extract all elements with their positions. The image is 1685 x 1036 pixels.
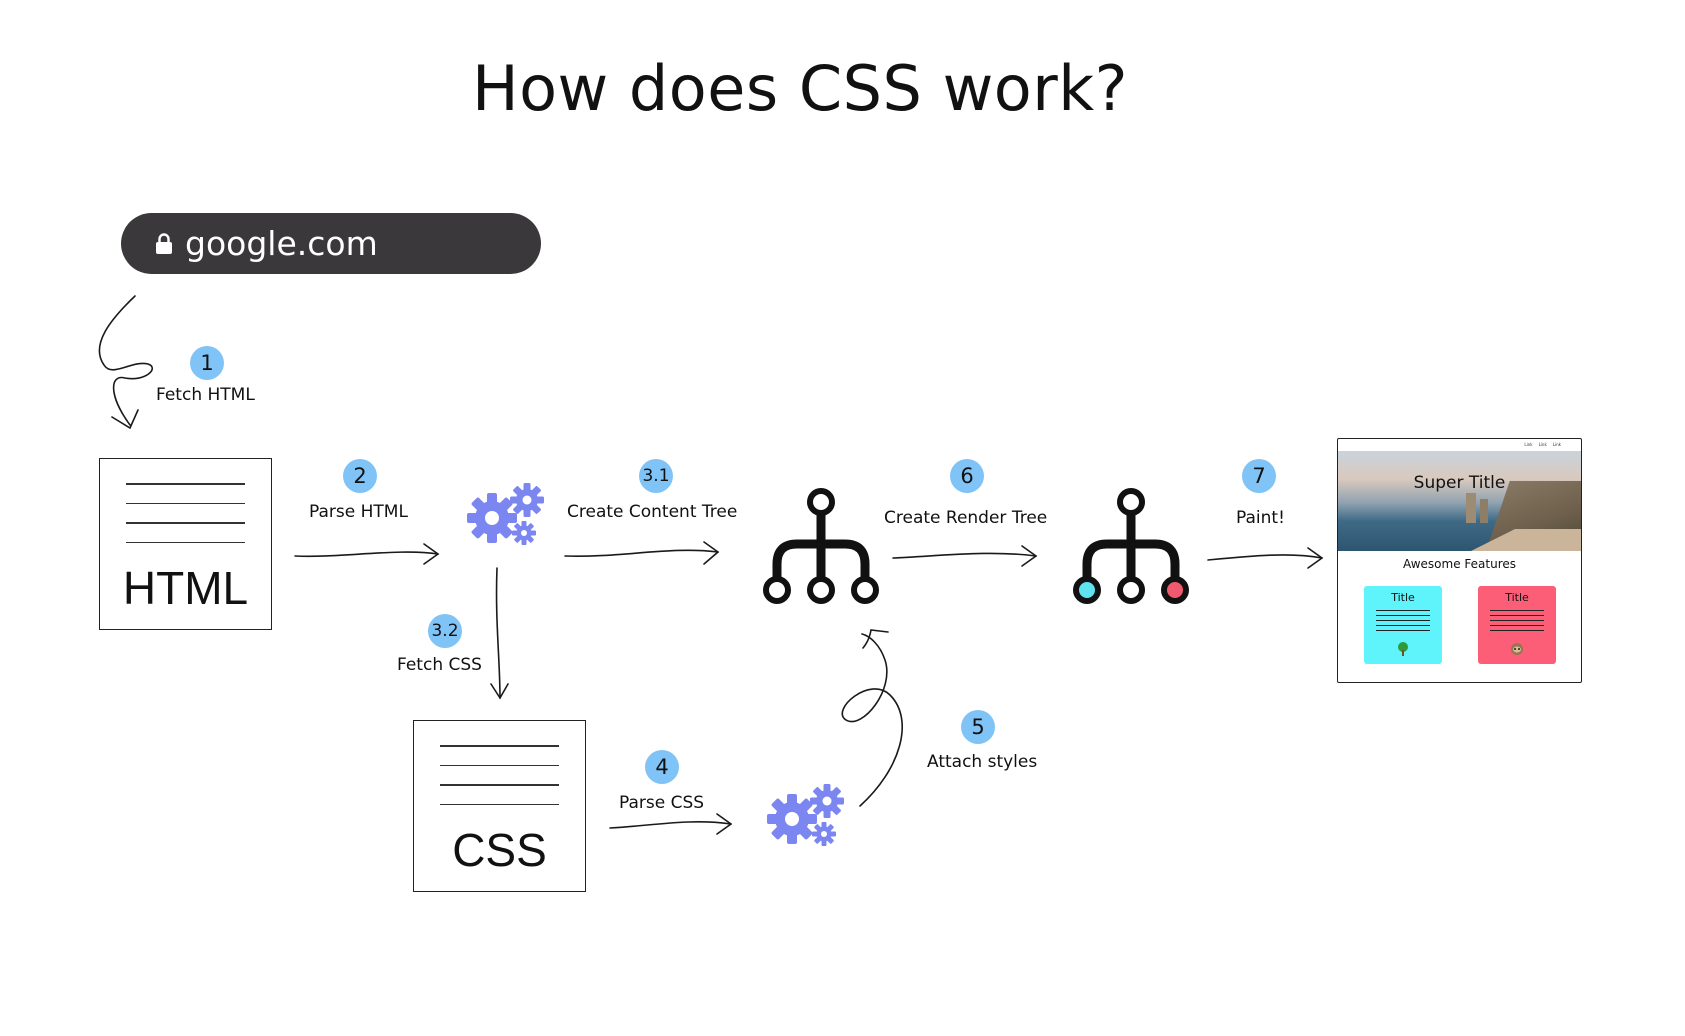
preview-hero-image: Super Title (1338, 451, 1581, 551)
step-7-badge: 7 (1242, 459, 1276, 493)
preview-nav-link: Link (1552, 442, 1561, 447)
arrow-paint (1207, 554, 1323, 561)
preview-hero-title: Super Title (1413, 473, 1506, 493)
step-1-badge: 1 (190, 346, 224, 380)
lock-icon (156, 232, 172, 254)
arrow-create-content-tree (564, 549, 719, 558)
arrow-fetch-css (495, 567, 501, 699)
arrow-attach-styles (841, 633, 904, 807)
tree-emoji-icon (1364, 642, 1442, 659)
html-document-label: HTML (122, 562, 249, 614)
sloth-emoji-icon (1478, 642, 1556, 659)
step-2-label: Parse HTML (309, 502, 408, 522)
step-7-label: Paint! (1236, 508, 1285, 528)
step-4-label: Parse CSS (619, 793, 705, 813)
preview-card-title: Title (1391, 591, 1415, 604)
preview-card-cyan: Title (1364, 586, 1442, 664)
preview-card-title: Title (1505, 591, 1529, 604)
step-6-badge: 6 (950, 459, 984, 493)
step-3-1-label: Create Content Tree (567, 502, 738, 522)
preview-nav-link: Link (1524, 442, 1533, 447)
step-2-badge: 2 (343, 459, 377, 493)
css-document-label: CSS (452, 824, 547, 876)
step-3-2-badge: 3.2 (428, 614, 462, 648)
step-1-label: Fetch HTML (156, 385, 255, 405)
css-document: CSS (413, 720, 586, 892)
content-tree-icon (763, 488, 879, 604)
arrow-parse-css (609, 821, 732, 829)
preview-nav: Link Link Link (1524, 442, 1561, 447)
gears-icon-css (767, 784, 844, 846)
url-bar[interactable]: google.com (121, 213, 541, 274)
page-title: How does CSS work? (471, 52, 1129, 125)
gears-icon (467, 483, 544, 545)
preview-card-red: Title (1478, 586, 1556, 664)
step-6-label: Create Render Tree (884, 508, 1048, 528)
arrow-fetch-html (98, 295, 154, 426)
step-5-label: Attach styles (927, 752, 1038, 772)
preview-section-title: Awesome Features (1403, 557, 1516, 571)
render-tree-icon (1073, 488, 1189, 604)
step-3-1-badge: 3.1 (639, 459, 673, 493)
arrow-parse-html (294, 551, 439, 558)
website-preview: Link Link Link Super Title Awesome Featu… (1337, 438, 1582, 683)
arrow-create-render-tree (892, 552, 1037, 559)
preview-nav-link: Link (1538, 442, 1547, 447)
step-3-2-label: Fetch CSS (397, 655, 482, 675)
url-text: google.com (185, 224, 378, 263)
step-5-badge: 5 (961, 710, 995, 744)
html-document: HTML (99, 458, 272, 630)
step-4-badge: 4 (645, 750, 679, 784)
